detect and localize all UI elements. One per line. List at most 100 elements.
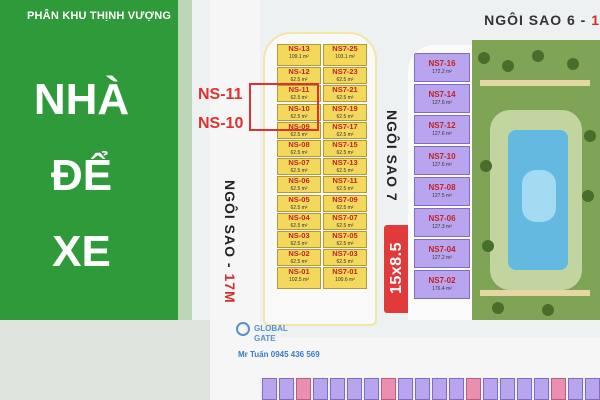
plot-bottom[interactable]	[398, 378, 413, 400]
plot-area: 62.5 m²	[336, 77, 354, 84]
plot-bottom[interactable]	[313, 378, 328, 400]
plot-code: NS7-23	[332, 67, 358, 77]
plot-bottom[interactable]	[279, 378, 294, 400]
plot-area: 127.3 m²	[432, 224, 452, 230]
plot-bottom[interactable]	[347, 378, 362, 400]
tree-icon	[478, 52, 490, 64]
plot-code: NS-12	[288, 67, 310, 77]
plot-bottom[interactable]	[534, 378, 549, 400]
plot-bottom[interactable]	[432, 378, 447, 400]
park-path	[480, 80, 590, 86]
plot-code: NS-01	[288, 267, 310, 277]
road-left	[210, 0, 260, 400]
plot-bottom[interactable]	[330, 378, 345, 400]
tree-icon	[567, 58, 579, 70]
plot-code: NS-10	[288, 103, 310, 113]
plot-area: 62.5 m²	[290, 240, 308, 247]
plot-area: 102.5 m²	[289, 277, 309, 284]
plot-area: 62.5 m²	[290, 222, 308, 229]
plot-code: NS7-08	[428, 183, 456, 192]
plot-code: NS-04	[288, 212, 310, 222]
section-title: PHÂN KHU THỊNH VƯỢNG	[27, 10, 172, 22]
parking-label-line-3: XE	[52, 227, 111, 276]
parking-label-line-2: ĐỂ	[50, 151, 113, 200]
plot-code: NS7-12	[428, 121, 456, 130]
callout-ns-11: NS-11	[198, 86, 243, 103]
plot-bottom[interactable]	[364, 378, 379, 400]
plot-area: 62.5 m²	[290, 259, 308, 266]
plot-area: 127.2 m²	[432, 255, 452, 261]
park-area	[472, 40, 600, 320]
plot-bottom[interactable]	[483, 378, 498, 400]
plot-code: NS7-16	[428, 59, 456, 68]
plot-bottom[interactable]	[517, 378, 532, 400]
lower-grass	[0, 320, 240, 400]
street-left-name: NGÔI SAO -	[222, 180, 238, 274]
plot-area: 62.5 m²	[336, 113, 354, 120]
plot-area: 62.5 m²	[336, 259, 354, 266]
plot-code: NS7-09	[332, 194, 358, 204]
plot-bottom[interactable]	[296, 378, 311, 400]
plot-area: 62.5 m²	[290, 149, 308, 156]
plot-bottom[interactable]	[568, 378, 583, 400]
plot-bottom[interactable]	[551, 378, 566, 400]
tree-icon	[584, 130, 596, 142]
plot-area: 62.5 m²	[290, 168, 308, 175]
plot-bottom[interactable]	[466, 378, 481, 400]
plot-code: NS7-17	[332, 121, 358, 131]
plot-code: NS-05	[288, 194, 310, 204]
contact-info: Mr Tuấn 0945 436 569	[238, 350, 320, 359]
plot-bottom[interactable]	[262, 378, 277, 400]
plot-bottom[interactable]	[449, 378, 464, 400]
plot-bottom[interactable]	[381, 378, 396, 400]
highlight-box	[249, 83, 319, 131]
park-path	[480, 290, 590, 296]
plot-code: NS7-15	[332, 139, 358, 149]
plot-bottom[interactable]	[415, 378, 430, 400]
plot-code: NS-09	[288, 121, 310, 131]
plot-code: NS7-01	[332, 267, 358, 277]
plot-bottom[interactable]	[500, 378, 515, 400]
street-label-middle: NGÔI SAO 7	[384, 110, 400, 202]
parking-label-line-1: NHÀ	[33, 75, 130, 124]
plot-code: NS7-13	[332, 158, 358, 168]
plot-code: NS-06	[288, 176, 310, 186]
plot-bottom[interactable]	[585, 378, 600, 400]
